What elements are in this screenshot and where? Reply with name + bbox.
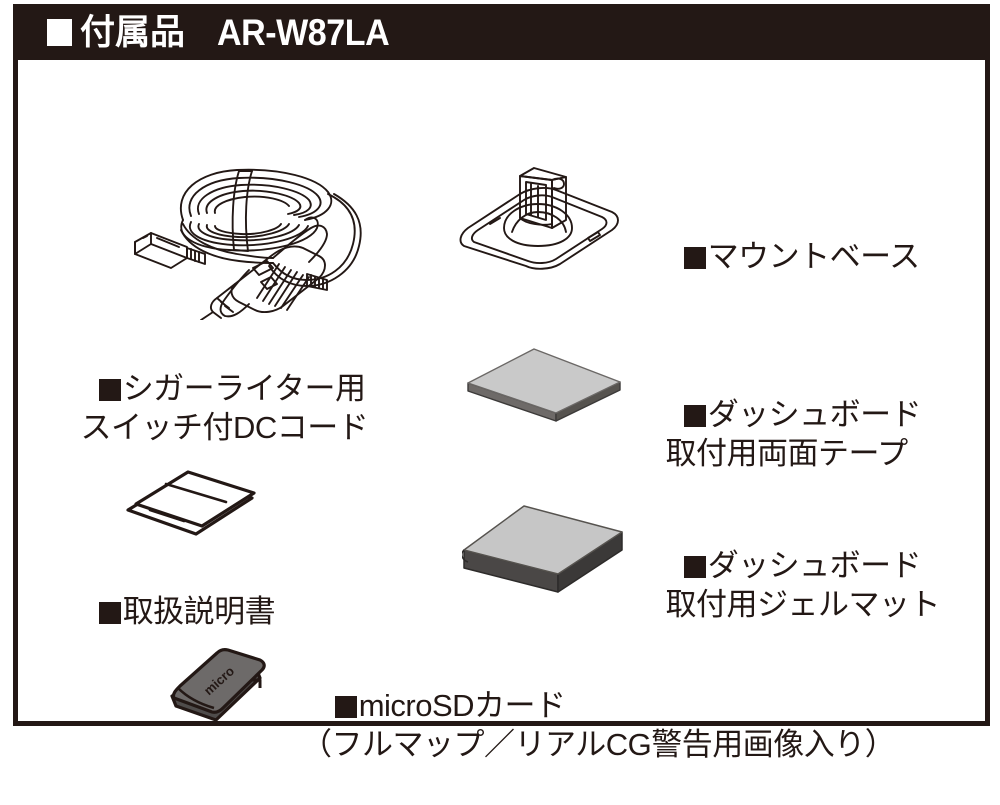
label-dc-cord-line2: スイッチ付DCコード [50, 410, 369, 446]
black-square-bullet-icon [683, 555, 706, 578]
label-dashboard-gel-mat: ダッシュボード 取付用ジェルマット [635, 506, 940, 665]
label-dashboard-tape: ダッシュボード 取付用両面テープ [635, 355, 921, 514]
mount-base-illustration [442, 154, 632, 274]
white-square-bullet-icon [47, 18, 72, 46]
label-dashboard-gel-mat-line2: 取付用ジェルマット [635, 587, 940, 623]
gel-mat-illustration [462, 500, 626, 596]
label-mount-base: マウントベース [635, 197, 920, 316]
page-title: 付属品 [80, 12, 186, 52]
accessories-content-panel: micro シガーライター用 スイッチ付DCコード マウントベース ダッシュボー… [13, 60, 990, 762]
microsd-card-illustration: micro [166, 646, 276, 724]
figure-header-bar: 付属品 AR-W87LA [13, 4, 990, 60]
black-square-bullet-icon [98, 601, 121, 624]
label-dc-cord-line1: シガーライター用 [122, 370, 366, 406]
label-microsd-card-line2: （フルマップ／リアルCG警告用画像入り） [286, 727, 896, 763]
label-mount-base-line1: マウントベース [707, 238, 920, 274]
black-square-bullet-icon [334, 695, 357, 718]
black-square-bullet-icon [98, 378, 121, 401]
label-instruction-manual-line1: 取扱説明書 [122, 593, 276, 629]
dc-cord-illustration [121, 158, 371, 320]
model-number: AR-W87LA [217, 11, 390, 53]
label-dashboard-tape-line2: 取付用両面テープ [635, 436, 908, 472]
label-dashboard-tape-line1: ダッシュボード [707, 396, 922, 432]
label-instruction-manual: 取扱説明書 [50, 552, 276, 671]
accessories-figure: 付属品 AR-W87LA [13, 4, 990, 762]
label-dashboard-gel-mat-line1: ダッシュボード [707, 547, 922, 583]
black-square-bullet-icon [683, 404, 706, 427]
label-microsd-card: microSDカード （フルマップ／リアルCG警告用画像入り） [286, 646, 895, 805]
manual-booklet-illustration [122, 468, 258, 542]
double-sided-tape-illustration [464, 345, 624, 425]
black-square-bullet-icon [683, 246, 706, 269]
label-microsd-card-line1: microSDカード [358, 687, 566, 723]
label-dc-cord: シガーライター用 スイッチ付DCコード [50, 329, 368, 488]
